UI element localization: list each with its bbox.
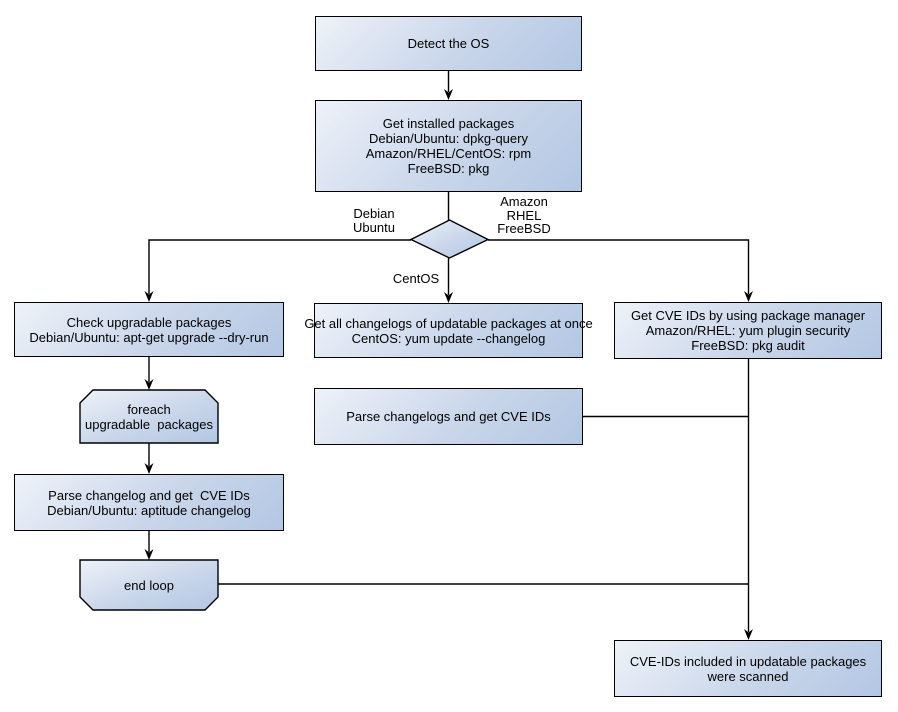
node-detect-os: Detect the OS <box>315 16 582 71</box>
loop-end-label: end loop <box>124 577 174 593</box>
edge-label-centos: CentOS <box>392 271 440 286</box>
arrowhead <box>744 291 753 302</box>
arrowheads <box>144 89 753 640</box>
node-get-cve-ids-pkg-manager: Get CVE IDs by using package manager Ama… <box>614 302 882 359</box>
connector-lines <box>148 71 750 632</box>
arrowhead <box>444 292 453 303</box>
arrowhead <box>144 379 154 390</box>
loop-end-shape <box>79 559 219 611</box>
edge-decision-to-get-cve <box>488 239 750 294</box>
node-get-installed-packages: Get installed packages Debian/Ubuntu: dp… <box>315 100 582 192</box>
node-get-all-changelogs-centos: Get all changelogs of updatable packages… <box>304 303 593 358</box>
arrowhead <box>144 463 154 474</box>
arrowhead <box>144 291 154 302</box>
node-parse-changelog-debian: Parse changelog and get CVE IDs Debian/U… <box>14 474 284 531</box>
edge-label-debian-ubuntu: Debian Ubuntu <box>353 206 395 235</box>
loop-start-label: foreach upgradable packages <box>85 401 213 432</box>
edge-label-amazon-rhel-freebsd: Amazon RHEL FreeBSD <box>497 194 551 236</box>
edge-decision-to-check-upgradable <box>148 239 411 294</box>
node-result-scanned: CVE-IDs included in updatable packages w… <box>614 640 882 697</box>
arrowhead <box>444 89 453 100</box>
os-decision-diamond-shape <box>409 219 490 259</box>
node-parse-changelogs-centos: Parse changelogs and get CVE IDs <box>314 388 583 445</box>
loop-start-shape <box>79 389 219 444</box>
node-check-upgradable-packages: Check upgradable packages Debian/Ubuntu:… <box>14 302 284 357</box>
arrowhead <box>144 549 154 560</box>
arrowhead <box>744 629 753 640</box>
